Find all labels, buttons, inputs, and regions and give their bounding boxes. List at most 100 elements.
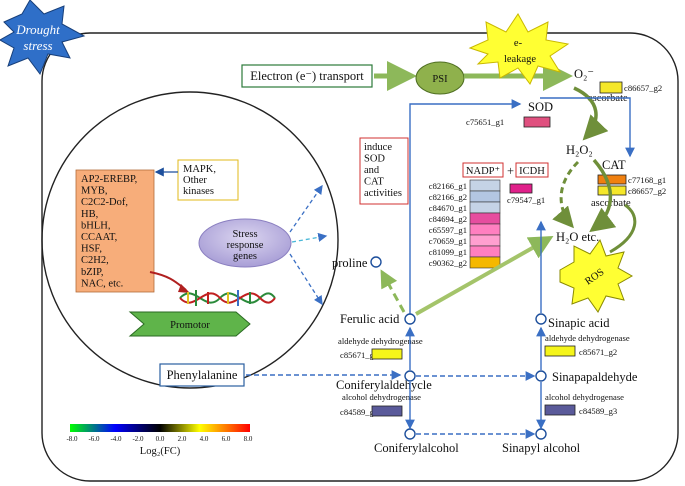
ferulic-acid-node xyxy=(404,313,416,325)
arrow-to-cat xyxy=(540,97,635,158)
gene-c75651-g1: c75651_g1 xyxy=(466,117,504,127)
nadp-gene-box xyxy=(469,234,501,247)
psi-label: PSI xyxy=(432,74,448,85)
induceText-line: activities xyxy=(364,188,402,199)
gene-box-c79547-g1 xyxy=(509,183,533,194)
arrow-superoxide-to-h2o2 xyxy=(573,86,609,141)
coniferylalcohol-label: Coniferylalcohol xyxy=(374,441,459,455)
induceText-line: and xyxy=(364,165,380,176)
induce-box xyxy=(359,137,409,205)
tfText-line: bHLH, xyxy=(81,220,110,231)
electron-transport-box xyxy=(241,64,373,88)
gene-c84589-g3-left: c84589_g3 xyxy=(340,407,378,417)
alcohol-dh-right: alcohol dehydrogenase xyxy=(545,392,624,402)
electron-transport-label: Electron (e⁻) transport xyxy=(250,69,364,83)
tfText-line: C2C2-Dof, xyxy=(81,197,128,208)
proline-node xyxy=(370,256,382,268)
mapkText-line: Other xyxy=(183,175,207,186)
sinapaldehyde-label: Sinapapaldehyde xyxy=(552,370,638,384)
nadp-gene-box xyxy=(469,223,501,236)
nadp-gene-label: c81099_g1 xyxy=(429,247,467,257)
coniferylaldehycle-label: Coniferylaldehycle xyxy=(336,378,432,392)
nadp-gene-list: c82166_g1c82166_g2c84670_g1c84694_g2c655… xyxy=(429,179,501,269)
nadp-gene-box xyxy=(469,256,501,269)
tfText-line: bZIP, xyxy=(81,267,103,278)
legend-tick: -8.0 xyxy=(66,435,78,443)
superoxide-label: O₂⁻ xyxy=(574,67,594,81)
arrow-ferulic-to-proline xyxy=(380,269,406,313)
sinapaldehyde-node xyxy=(535,370,547,382)
nucleus-circle xyxy=(41,91,339,389)
cell-boundary xyxy=(41,32,679,482)
stressText-line: genes xyxy=(233,251,257,262)
nadp-gene-label: c84670_g1 xyxy=(429,203,467,213)
arrow-genes-out-2 xyxy=(291,232,328,243)
alcohol-dh-left: alcohol dehydrogenase xyxy=(342,392,421,402)
phenylalanine-box xyxy=(159,363,245,387)
proline-label: proline xyxy=(332,256,368,270)
legend-tick: 8.0 xyxy=(244,435,253,443)
ferulic-acid-label: Ferulic acid xyxy=(340,312,400,326)
nadp-gene-label: c90362_g2 xyxy=(429,258,467,268)
aldehyde-dh-left: aldehyde dehydrogenase xyxy=(338,336,423,346)
ros-curve xyxy=(609,203,637,254)
stress-genes-ellipse xyxy=(198,218,292,268)
nadp-gene-label: c82166_g2 xyxy=(429,192,467,202)
tfText-line: AP2-EREBP, xyxy=(81,174,137,185)
nadp-gene-box xyxy=(469,190,501,203)
sinapyl-alcohol-node xyxy=(535,428,547,440)
tfText-line: MYB, xyxy=(81,186,108,197)
icdh-box xyxy=(515,162,549,178)
tfText-line: NAC, etc. xyxy=(81,278,123,289)
drought-label-line1: Drought xyxy=(15,22,60,37)
icdh-label: ICDH xyxy=(519,166,545,177)
nadp-gene-label: c82166_g1 xyxy=(429,181,467,191)
e-leakage-line2: leakage xyxy=(504,54,536,65)
arrow-h2o2-to-h2o-icdh xyxy=(552,160,580,229)
plus-label: + xyxy=(507,164,514,178)
promotor-shape xyxy=(128,311,251,337)
gene-box-c77168-g1 xyxy=(597,174,627,185)
e-leakage-star xyxy=(468,13,570,85)
gene-box-c75651-g1 xyxy=(523,116,551,128)
legend-tick: -4.0 xyxy=(110,435,122,443)
tfText-line: CCAAT, xyxy=(81,232,117,243)
legend-label: Log₂(FC) xyxy=(140,446,181,457)
legend-tick: 2.0 xyxy=(178,435,187,443)
nadp-gene-label: c70659_g1 xyxy=(429,236,467,246)
tfText-line: C2H2, xyxy=(81,255,109,266)
sinapyl-alcohol-label: Sinapyl alcohol xyxy=(502,441,581,455)
promotor-label: Promotor xyxy=(170,320,210,331)
gene-c77168-g1: c77168_g1 xyxy=(628,175,666,185)
induceText-line: induce xyxy=(364,142,392,153)
phenylalanine-label: Phenylalanine xyxy=(167,368,238,382)
arrow-h2o2-to-h2o-cat xyxy=(589,158,617,233)
legend-tick: 4.0 xyxy=(200,435,209,443)
e-leakage-line1: e- xyxy=(514,38,523,49)
legend-tick: -6.0 xyxy=(88,435,100,443)
tf-box xyxy=(75,169,155,293)
legend-colorbar xyxy=(70,424,250,432)
arrow-genes-out-1 xyxy=(289,184,323,233)
dna-helix-icon xyxy=(179,290,276,306)
arrow-ferulic-to-h2o xyxy=(415,236,554,316)
cat-label: CAT xyxy=(602,158,626,172)
gene-c85671-g2-right: c85671_g2 xyxy=(579,347,617,357)
aldehyde-dh-right: aldehyde dehydrogenase xyxy=(545,333,630,343)
mapkText-line: kinases xyxy=(183,186,214,197)
nadp-gene-box xyxy=(469,179,501,192)
nadp-box xyxy=(462,162,504,178)
mapk-box xyxy=(177,159,239,201)
gene-c84589-g3-right: c84589_g3 xyxy=(579,406,617,416)
arrow-ferulic-to-sod xyxy=(409,99,522,318)
gene-c86657-g2-cat: c86657_g2 xyxy=(628,186,666,196)
sinapic-acid-node xyxy=(535,313,547,325)
drought-stress-burst xyxy=(0,0,86,76)
tfText-line: HB, xyxy=(81,209,98,220)
stressText-line: Stress xyxy=(232,229,257,240)
